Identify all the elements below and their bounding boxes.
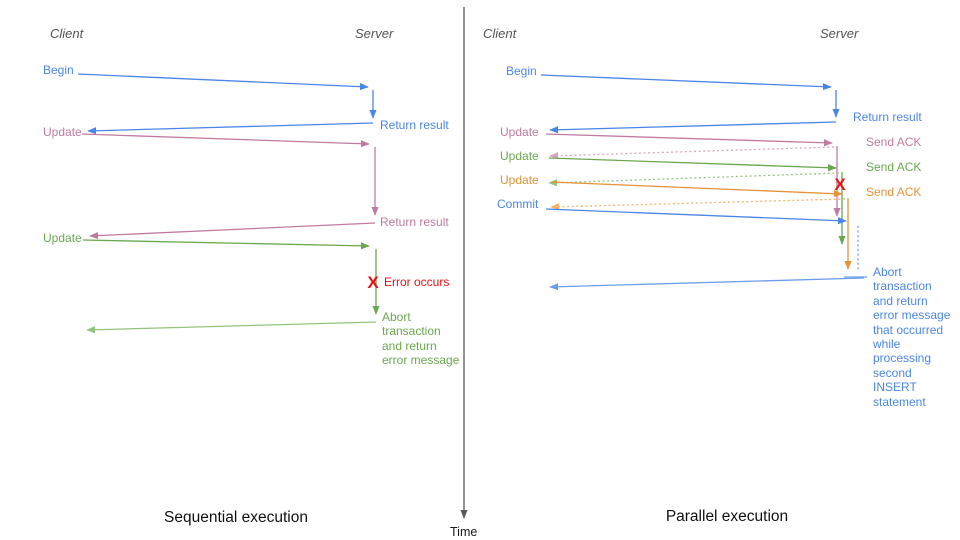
left-update-2-label: Update — [43, 231, 82, 245]
left-begin-label: Begin — [43, 63, 74, 77]
right-update-2-label: Update — [500, 149, 539, 163]
left-update-2-request-arrow — [82, 239, 370, 250]
right-update-3-request-arrow — [550, 181, 843, 198]
right-return-result-arrow — [549, 121, 837, 134]
right-return-result-label: Return result — [853, 110, 922, 124]
right-send-ack-3-arrow — [550, 198, 846, 211]
right-commit-label: Commit — [497, 197, 539, 211]
right-begin-request-arrow — [540, 74, 832, 91]
right-commit-request-arrow — [545, 208, 847, 225]
left-server-header: Server — [355, 26, 394, 41]
time-axis: Time — [450, 7, 477, 539]
right-caption: Parallel execution — [666, 508, 788, 525]
left-return-result-1-label: Return result — [380, 118, 449, 132]
right-update-1-label: Update — [500, 125, 539, 139]
right-abort-line: while — [872, 337, 901, 351]
left-abort-annotation: Abort transaction and return error messa… — [382, 310, 460, 367]
right-abort-line: that occurred — [873, 323, 943, 337]
left-caption: Sequential execution — [164, 509, 308, 526]
right-update-3-label: Update — [500, 173, 539, 187]
right-abort-annotation: Abort transaction and return error messa… — [872, 265, 951, 409]
left-update-1-request-arrow — [81, 133, 370, 148]
left-return-result-2-label: Return result — [380, 215, 449, 229]
time-axis-label: Time — [450, 525, 477, 539]
left-error-label: Error occurs — [384, 275, 449, 289]
right-update-2-request-arrow — [548, 157, 837, 172]
right-panel: Client Server Begin Return result Update… — [483, 26, 951, 525]
right-send-ack-1-label: Send ACK — [866, 135, 921, 149]
left-begin-request-arrow — [77, 73, 369, 91]
right-abort-line: and return — [873, 294, 928, 308]
right-send-ack-2-label: Send ACK — [866, 160, 921, 174]
right-begin-label: Begin — [506, 64, 537, 78]
right-send-ack-3-label: Send ACK — [866, 185, 921, 199]
right-server-header: Server — [820, 26, 859, 41]
right-abort-line: INSERT — [873, 380, 917, 394]
right-send-ack-1-arrow — [549, 146, 835, 160]
left-client-header: Client — [50, 26, 85, 41]
left-abort-return-arrow — [86, 321, 377, 334]
right-send-ack-2-arrow — [548, 172, 840, 187]
right-abort-return-arrow — [549, 277, 865, 291]
right-abort-line: error message — [873, 308, 951, 322]
left-error-x-icon: X — [367, 273, 379, 292]
right-error-x-icon: X — [834, 175, 846, 194]
right-abort-line: second — [873, 366, 912, 380]
left-panel: Client Server Begin Return result Update… — [43, 26, 460, 526]
right-abort-line: transaction — [873, 279, 932, 293]
right-update-1-request-arrow — [545, 133, 833, 147]
right-abort-line: Abort — [873, 265, 902, 279]
right-abort-line: statement — [873, 395, 926, 409]
left-abort-line: transaction — [382, 324, 441, 338]
left-abort-line: Abort — [382, 310, 411, 324]
left-return-result-1-arrow — [87, 122, 374, 135]
left-return-result-2-arrow — [89, 222, 376, 240]
left-abort-line: and return — [382, 339, 437, 353]
right-abort-line: processing — [873, 351, 931, 365]
left-update-1-label: Update — [43, 125, 82, 139]
right-client-header: Client — [483, 26, 518, 41]
left-abort-line: error message — [382, 353, 460, 367]
